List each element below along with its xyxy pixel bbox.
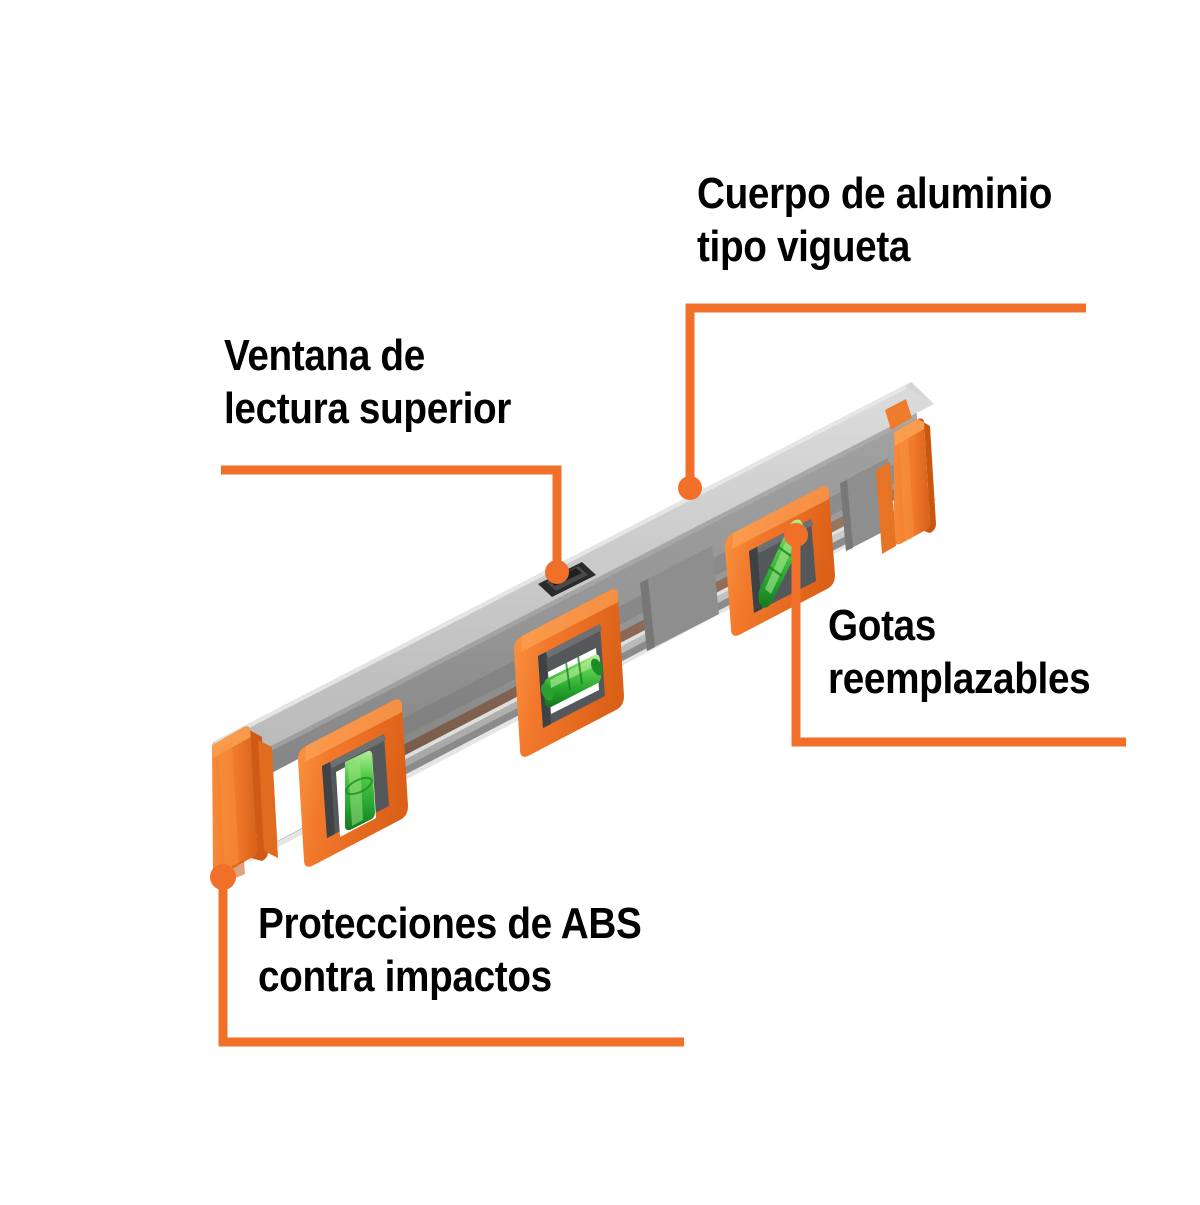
callout-leaders (210, 303, 1126, 1047)
vial-window-diagonal (725, 486, 835, 636)
left-end-cap (212, 726, 278, 879)
callout-line-1: Ventana de (224, 331, 425, 380)
callout-label-ventana-lectura: Ventana de lectura superior (224, 330, 511, 436)
leader-cuerpo-aluminio (678, 303, 1086, 500)
callout-label-protecciones-abs: Protecciones de ABS contra impactos (258, 898, 642, 1004)
callout-line-2: tipo vigueta (697, 221, 911, 271)
callout-line-2: lectura superior (224, 383, 512, 433)
vial-window-horizontal (514, 589, 624, 757)
beam-top-right-corner (905, 382, 934, 404)
callout-label-cuerpo-aluminio: Cuerpo de aluminio tipo vigueta (697, 168, 1052, 274)
callout-label-gotas-reemplazables: Gotas reemplazables (828, 600, 1091, 706)
callout-line-1: Cuerpo de aluminio (697, 169, 1053, 218)
callout-line-2: contra impactos (258, 951, 552, 1001)
leader-ventana-lectura (221, 465, 569, 584)
vial-window-vertical (298, 699, 408, 867)
callout-line-1: Protecciones de ABS (258, 899, 642, 948)
beam-cutout-mid-right (640, 546, 719, 651)
callout-line-1: Gotas (828, 601, 936, 650)
leader-gotas-reemplazables (784, 523, 1126, 747)
right-end-cap (876, 399, 936, 554)
leader-protecciones-abs (210, 864, 684, 1047)
callout-line-2: reemplazables (828, 653, 1091, 703)
